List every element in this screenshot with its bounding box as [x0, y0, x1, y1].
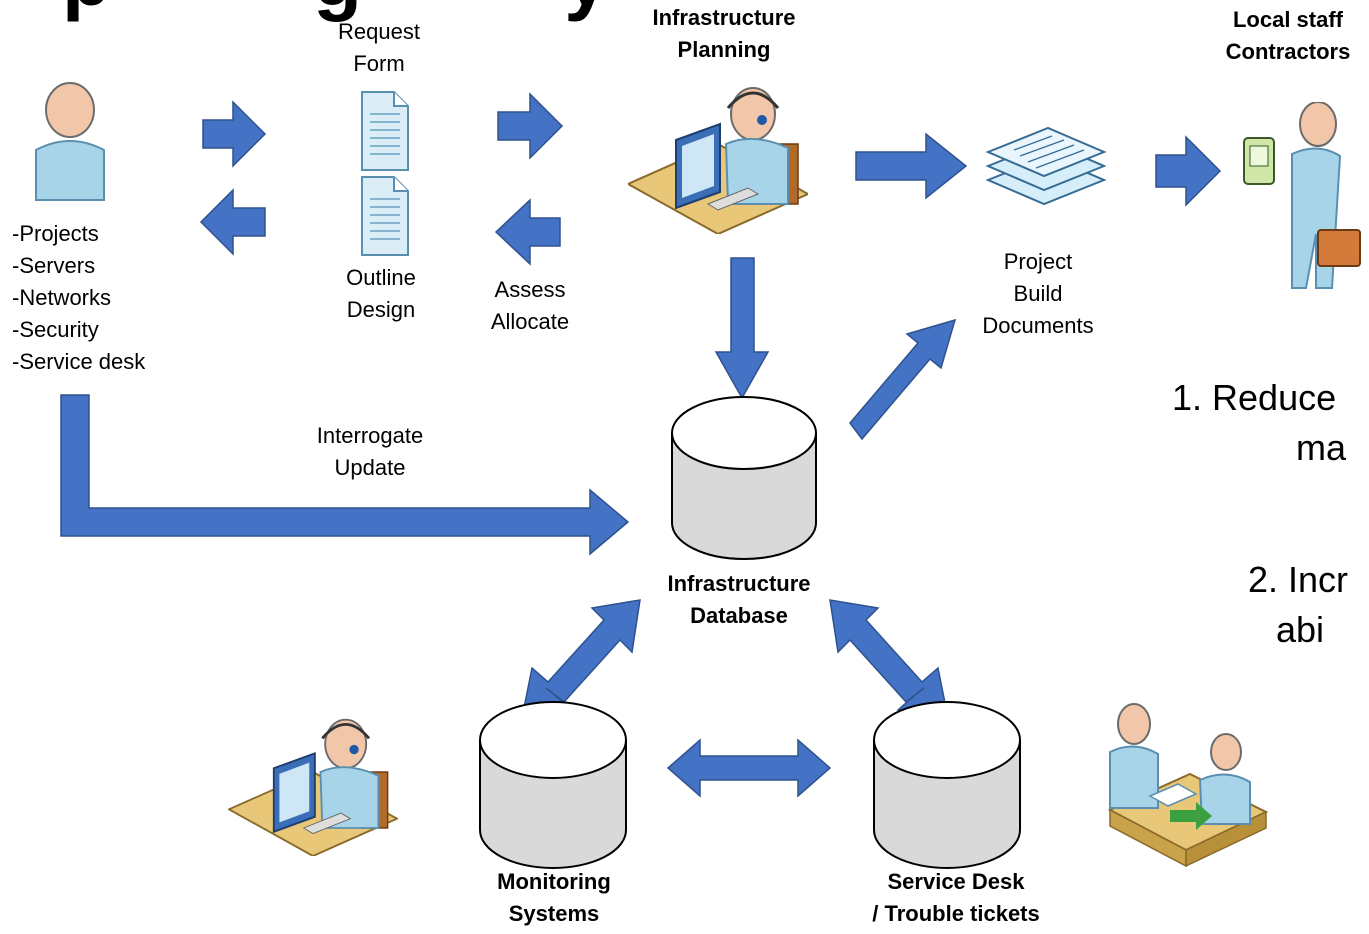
topic-item: -Security	[12, 317, 99, 342]
point-2-line-2: abi	[1276, 609, 1325, 650]
database-icon	[873, 701, 1021, 869]
assess-allocate-label: Assess Allocate	[468, 274, 592, 338]
label-line: Outline	[346, 265, 416, 290]
label-line: Update	[334, 455, 406, 480]
point-1-line-1: 1. Reduce	[1172, 377, 1337, 418]
document-icon	[361, 176, 409, 256]
label-line: / Trouble tickets	[872, 901, 1040, 926]
label-line: Request	[338, 19, 420, 44]
label-line: Local staff	[1232, 7, 1344, 32]
arrow-monitoring-servicedesk	[666, 738, 832, 798]
requester-topics: -Projects -Servers -Networks -Security -…	[12, 218, 145, 378]
label-line: Build	[1013, 281, 1063, 306]
build-documents-label: Project Build Documents	[968, 246, 1108, 342]
connector-user-to-db	[60, 394, 630, 556]
topic-item: -Projects	[12, 221, 99, 246]
label-line: Database	[690, 603, 788, 628]
infra-planning-label: Infrastructure Planning	[624, 2, 824, 66]
topic-item: -Networks	[12, 285, 112, 310]
local-staff-label: Local staff Contractors	[1208, 4, 1368, 68]
operator-desk-icon	[228, 718, 398, 856]
stacked-documents-icon	[985, 126, 1107, 206]
arrow-planning-to-db	[714, 257, 770, 400]
arrow-user-to-form	[202, 100, 267, 168]
label-line: Service Desk	[887, 869, 1025, 894]
label-line: Systems	[508, 901, 600, 926]
label-line: Interrogate	[316, 423, 424, 448]
outline-design-label: Outline Design	[320, 262, 442, 326]
label-line: Documents	[982, 313, 1094, 338]
operator-desk-icon	[628, 87, 808, 234]
label-line: Form	[353, 51, 405, 76]
arrow-db-servicedesk	[829, 599, 949, 719]
label-line: Infrastructure	[652, 5, 796, 30]
user-icon	[35, 82, 105, 201]
point-1-line-2: ma	[1296, 427, 1347, 468]
database-icon	[671, 396, 817, 560]
service-desk-label: Service Desk / Trouble tickets	[844, 866, 1068, 930]
document-icon	[361, 91, 409, 171]
arrow-form-to-user	[199, 188, 266, 256]
point-2-line-1: 2. Incr	[1248, 559, 1349, 600]
infra-database-label: Infrastructure Database	[636, 568, 842, 632]
request-form-label: Request Form	[318, 16, 440, 80]
label-line: Infrastructure	[667, 571, 811, 596]
monitoring-systems-label: Monitoring Systems	[474, 866, 634, 930]
label-line: Allocate	[490, 309, 570, 334]
label-line: Monitoring	[497, 869, 611, 894]
arrow-db-to-docs	[849, 318, 957, 441]
arrow-planning-to-docs	[855, 132, 968, 200]
arrow-docs-to-staff	[1155, 135, 1222, 207]
topic-item: -Service desk	[12, 349, 146, 374]
arrow-planning-to-form	[494, 198, 561, 266]
label-line: Planning	[677, 37, 771, 62]
meeting-icon	[1107, 703, 1269, 868]
slide-title-fragment: p g y	[62, 0, 699, 18]
label-line: Contractors	[1225, 39, 1351, 64]
label-line: Design	[346, 297, 416, 322]
arrow-form-to-planning	[497, 92, 564, 160]
database-icon	[479, 701, 627, 869]
label-line: Assess	[494, 277, 566, 302]
contractor-icon	[1243, 102, 1361, 289]
topic-item: -Servers	[12, 253, 96, 278]
label-line: Project	[1003, 249, 1073, 274]
interrogate-update-label: Interrogate Update	[290, 420, 450, 484]
